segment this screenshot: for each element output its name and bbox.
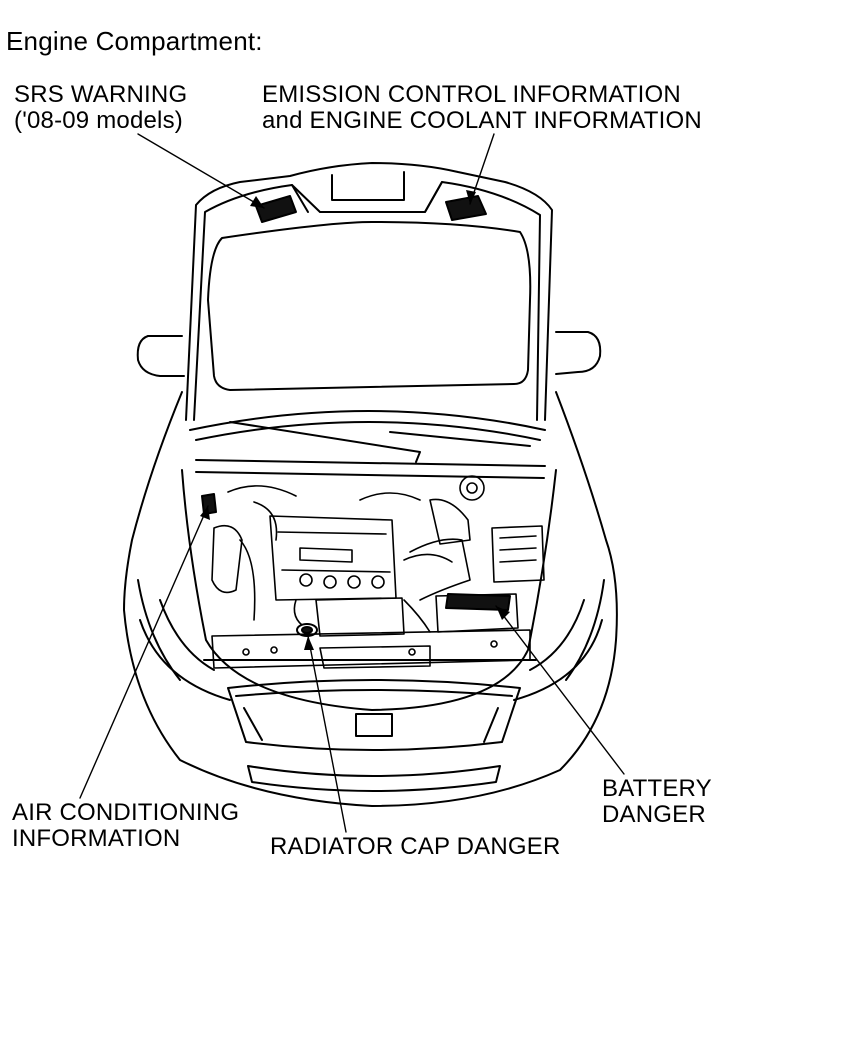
open-hood (185, 162, 553, 421)
engine (211, 475, 545, 637)
srs-warning-models-label: ('08-09 models) (14, 107, 183, 134)
battery-sticker (445, 593, 511, 611)
engine-coolant-label: and ENGINE COOLANT INFORMATION (262, 107, 702, 134)
air-conditioning-info-label: INFORMATION (12, 825, 181, 852)
car-body-outline (123, 391, 618, 807)
air-conditioning-label: AIR CONDITIONING (12, 799, 240, 826)
srs-warning-label: SRS WARNING (14, 81, 188, 108)
windshield-wipers (189, 410, 546, 479)
leader-lines (79, 133, 625, 833)
page-title: Engine Compartment: (6, 26, 263, 56)
srs-warning-sticker (255, 195, 297, 223)
radiator-support (211, 629, 531, 669)
leader-arrowheads (200, 190, 510, 650)
emission-control-sticker (445, 195, 487, 221)
battery-label: BATTERY (602, 775, 712, 802)
battery-danger-label: DANGER (602, 801, 706, 828)
air-conditioning-sticker (201, 493, 217, 515)
radiator-cap-danger-label: RADIATOR CAP DANGER (270, 833, 561, 860)
radiator-cap (296, 623, 318, 637)
side-mirrors (136, 331, 602, 377)
emission-control-label: EMISSION CONTROL INFORMATION (262, 81, 681, 108)
